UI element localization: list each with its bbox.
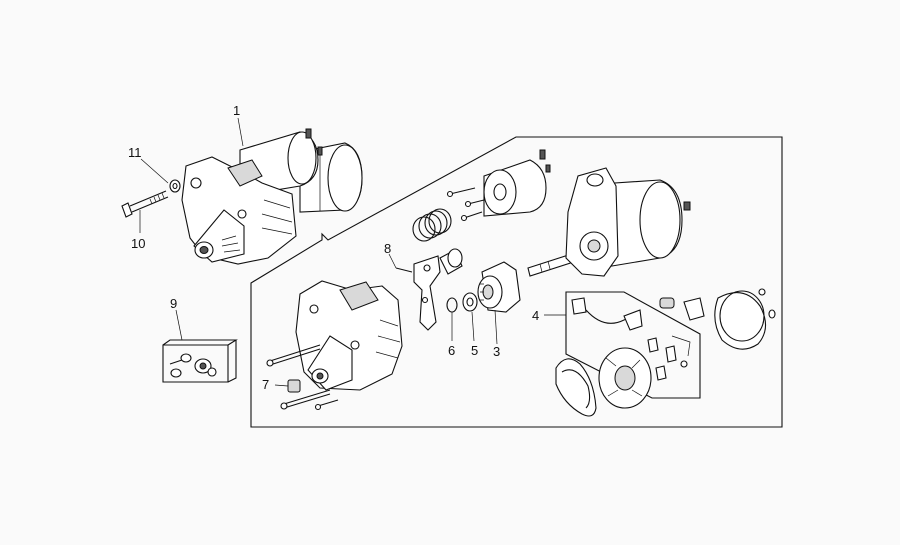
leader-1	[237, 117, 244, 147]
mounting-bolt	[121, 190, 169, 218]
brush-plate-kit	[565, 291, 701, 399]
callout-7: 7	[262, 377, 269, 392]
hardware-kit	[162, 339, 238, 383]
callout-11: 11	[128, 145, 142, 160]
callout-10: 10	[131, 236, 145, 251]
leader-9	[175, 309, 183, 341]
callout-1: 1	[233, 103, 240, 118]
end-cover	[714, 288, 776, 350]
through-bolts	[266, 344, 339, 411]
callout-5: 5	[471, 343, 478, 358]
drive-end-bracket	[295, 280, 403, 391]
exploded-view-frame	[250, 136, 783, 428]
snap-ring	[446, 297, 458, 313]
callout-8: 8	[384, 241, 391, 256]
end-cover-band	[555, 358, 597, 417]
solenoid-plunger	[439, 248, 463, 275]
washer	[169, 179, 181, 193]
leader-8	[388, 253, 397, 269]
callout-9: 9	[170, 296, 177, 311]
return-spring	[412, 208, 452, 242]
leader-11	[140, 158, 169, 184]
engagement-lever	[395, 255, 441, 331]
leader-5	[471, 311, 475, 342]
thrust-collar	[462, 292, 478, 312]
brush-springs	[659, 297, 705, 321]
bushing	[287, 379, 301, 393]
solenoid-switch	[446, 149, 551, 222]
brush-holder-plate	[598, 347, 652, 409]
callout-3: 3	[493, 344, 500, 359]
leader-7	[274, 384, 289, 387]
leader-3	[494, 309, 498, 345]
callout-6: 6	[448, 343, 455, 358]
starter-motor-assembly	[181, 128, 363, 265]
pinion-drive	[477, 261, 521, 313]
callout-4: 4	[532, 308, 539, 323]
motor-housing	[565, 167, 691, 277]
